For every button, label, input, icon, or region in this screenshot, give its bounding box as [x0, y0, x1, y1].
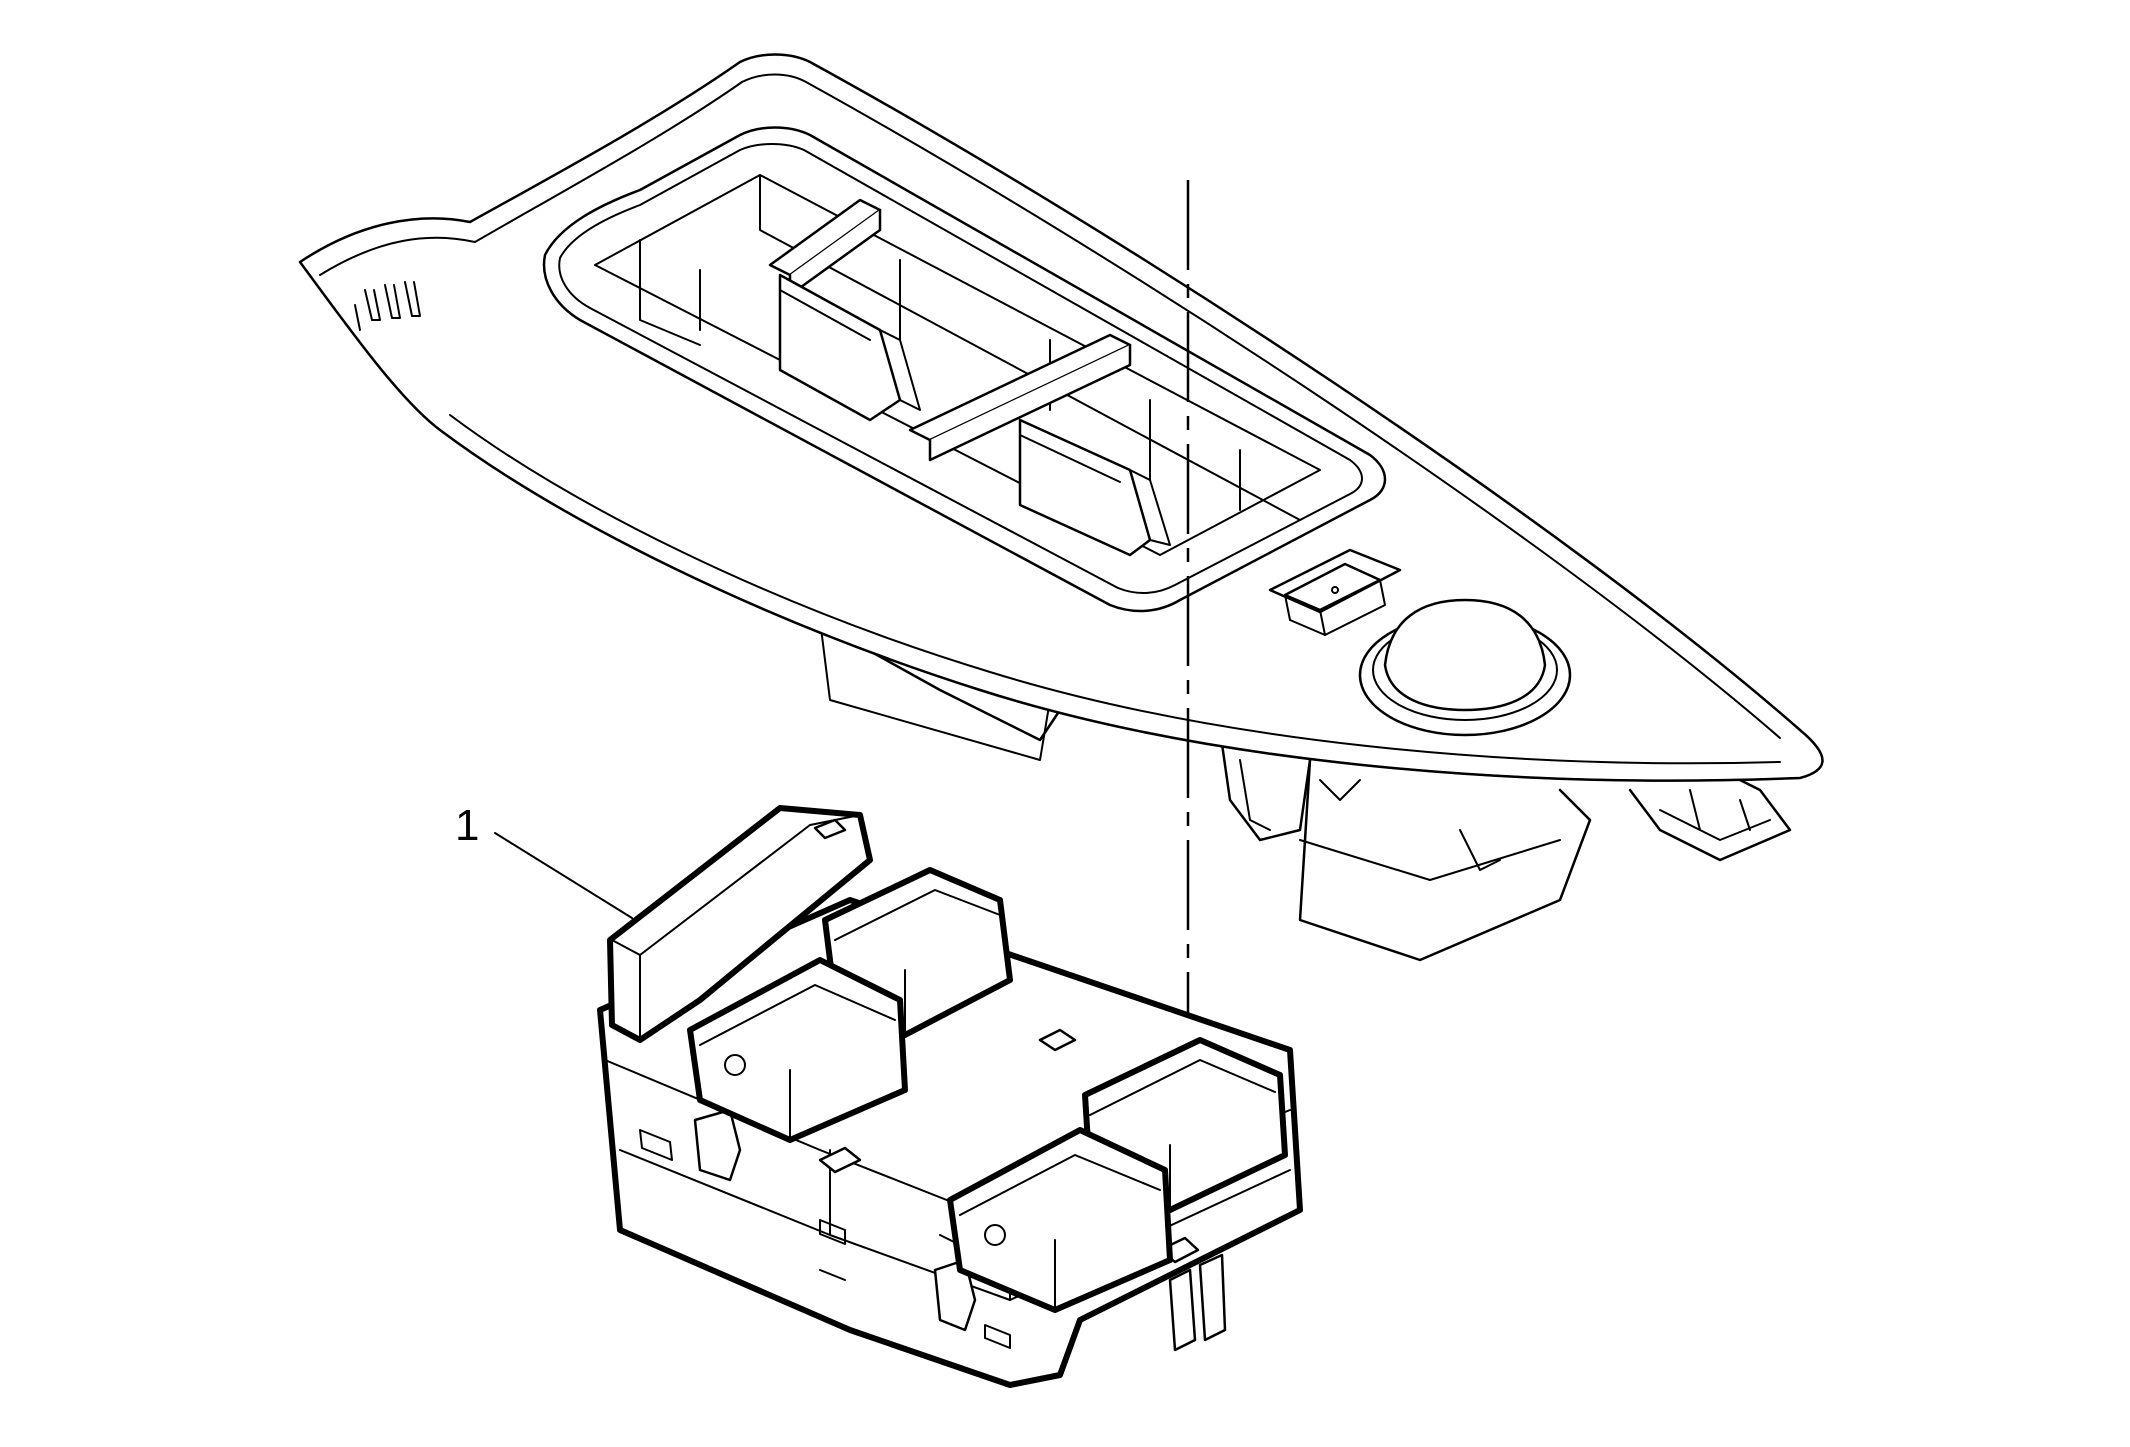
- switch-opening-frame: [542, 126, 1387, 613]
- mirror-control-knob: [1358, 598, 1572, 737]
- lock-button-opening: [1268, 548, 1402, 636]
- master-switch-block: [607, 805, 873, 1043]
- callout-label-1: 1: [455, 801, 479, 850]
- switch-paddle-front-left: [687, 957, 908, 1143]
- window-switch-assembly: [597, 805, 1303, 1388]
- callout-1: 1: [455, 801, 633, 919]
- bezel-cross-members: [768, 198, 1132, 462]
- bezel-switch-pockets: [778, 273, 1171, 557]
- switch-bezel-panel: [298, 53, 1824, 964]
- switch-paddle-front-right: [947, 1127, 1173, 1313]
